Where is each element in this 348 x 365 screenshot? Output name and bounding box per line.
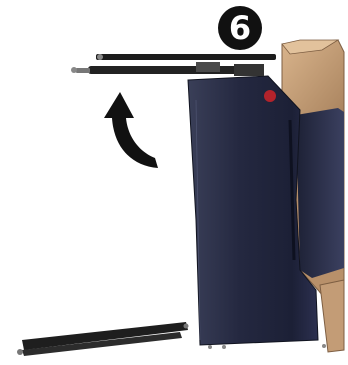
top-rail-assembly xyxy=(71,54,276,76)
knob-icon xyxy=(264,90,276,102)
loose-rail xyxy=(17,322,189,356)
panel-feet xyxy=(208,344,326,349)
back-panel xyxy=(296,108,344,278)
step-number-badge: 6 xyxy=(218,6,262,50)
curved-up-arrow-icon xyxy=(104,92,158,168)
